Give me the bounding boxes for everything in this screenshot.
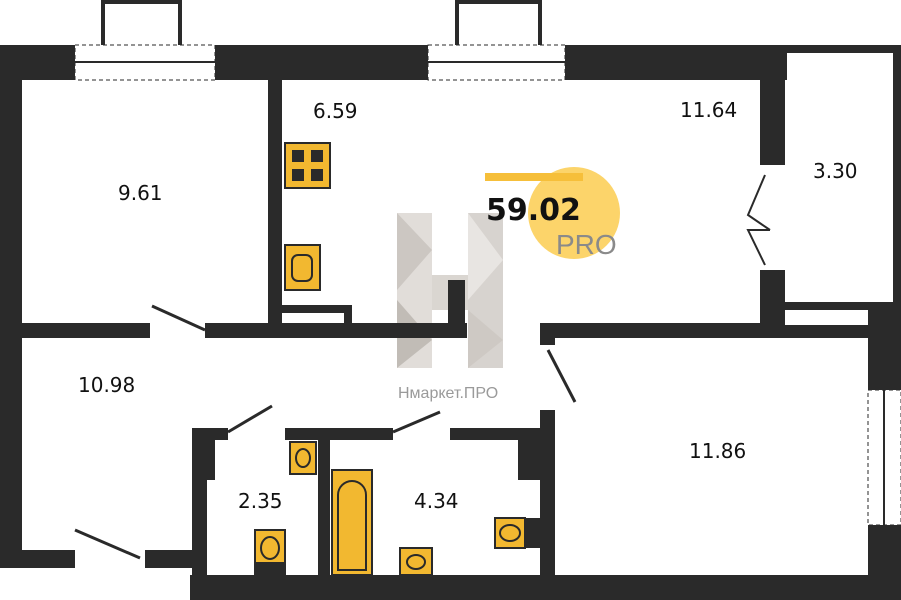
room-area-hallway: 10.98 xyxy=(78,373,135,397)
toilet-sink-icon xyxy=(289,441,317,475)
room-area-bedroom-right: 11.86 xyxy=(689,439,746,463)
toilet-icon xyxy=(254,529,286,576)
stove-icon xyxy=(284,142,331,189)
room-area-bedroom-left: 9.61 xyxy=(118,181,163,205)
total-area: 59.02 xyxy=(486,193,581,228)
bathroom-sink-icon xyxy=(399,547,433,576)
watermark-text: Нмаркет.ПРО xyxy=(398,385,498,402)
room-area-living-room: 11.64 xyxy=(680,98,737,122)
kitchen-sink-icon xyxy=(284,244,321,291)
doors xyxy=(74,174,771,560)
bathtub-icon xyxy=(331,469,373,576)
room-area-bathroom: 4.34 xyxy=(414,489,459,513)
room-area-kitchen: 6.59 xyxy=(313,99,358,123)
room-area-toilet: 2.35 xyxy=(238,489,283,513)
windows xyxy=(74,0,901,526)
total-area-bar xyxy=(485,173,583,181)
walls xyxy=(0,45,901,600)
pro-badge xyxy=(528,167,620,259)
room-area-balcony: 3.30 xyxy=(813,159,858,183)
bathroom-toilet-icon xyxy=(494,517,540,549)
pro-badge-text: PRO xyxy=(556,229,617,260)
